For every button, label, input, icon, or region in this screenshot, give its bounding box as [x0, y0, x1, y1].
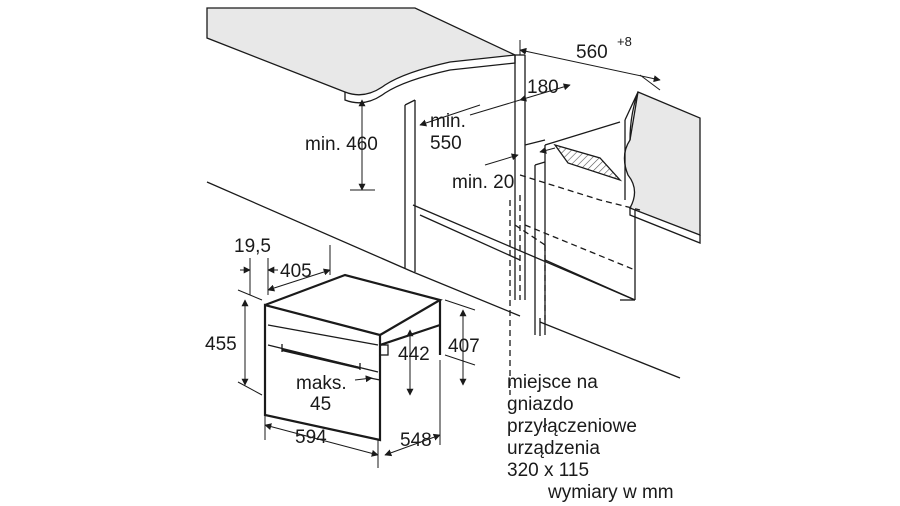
dim-560-label: 560: [576, 42, 608, 63]
socket-note: miejsce na gniazdo przyłączeniowe urządz…: [507, 372, 637, 482]
dim-min-20-label: min. 20: [452, 172, 514, 193]
socket-note-line: 320 x 115: [507, 460, 590, 481]
socket-note-line: urządzenia: [507, 438, 600, 459]
socket-area: [553, 143, 623, 182]
dim-min-550-line1: min.: [430, 111, 466, 132]
dim-442-label: 442: [398, 344, 430, 365]
dim-405-label: 405: [280, 261, 312, 282]
dim-maks-45-line2: 45: [310, 394, 331, 415]
dim-19-5-label: 19,5: [234, 236, 271, 257]
units-note: wymiary w mm: [548, 482, 674, 503]
socket-note-line: miejsce na: [507, 372, 598, 393]
dimension-lines: [237, 40, 661, 468]
socket-note-line: przyłączeniowe: [507, 416, 637, 437]
dim-560-tolerance: +8: [617, 34, 632, 49]
socket-note-line: gniazdo: [507, 394, 574, 415]
dim-594-label: 594: [295, 427, 327, 448]
dim-407-label: 407: [448, 336, 480, 357]
dim-maks-45-line1: maks.: [296, 373, 347, 394]
worktop-right: [623, 91, 701, 244]
dim-min-550-line2: 550: [430, 133, 462, 154]
dim-455-label: 455: [205, 334, 237, 355]
dim-180-label: 180: [527, 77, 559, 98]
cabinet-niche: [206, 54, 681, 379]
worktop-left: [206, 7, 518, 104]
oven-outline-dashed: [509, 174, 641, 395]
dim-min-460-label: min. 460: [305, 134, 378, 155]
dim-548-label: 548: [400, 430, 432, 451]
